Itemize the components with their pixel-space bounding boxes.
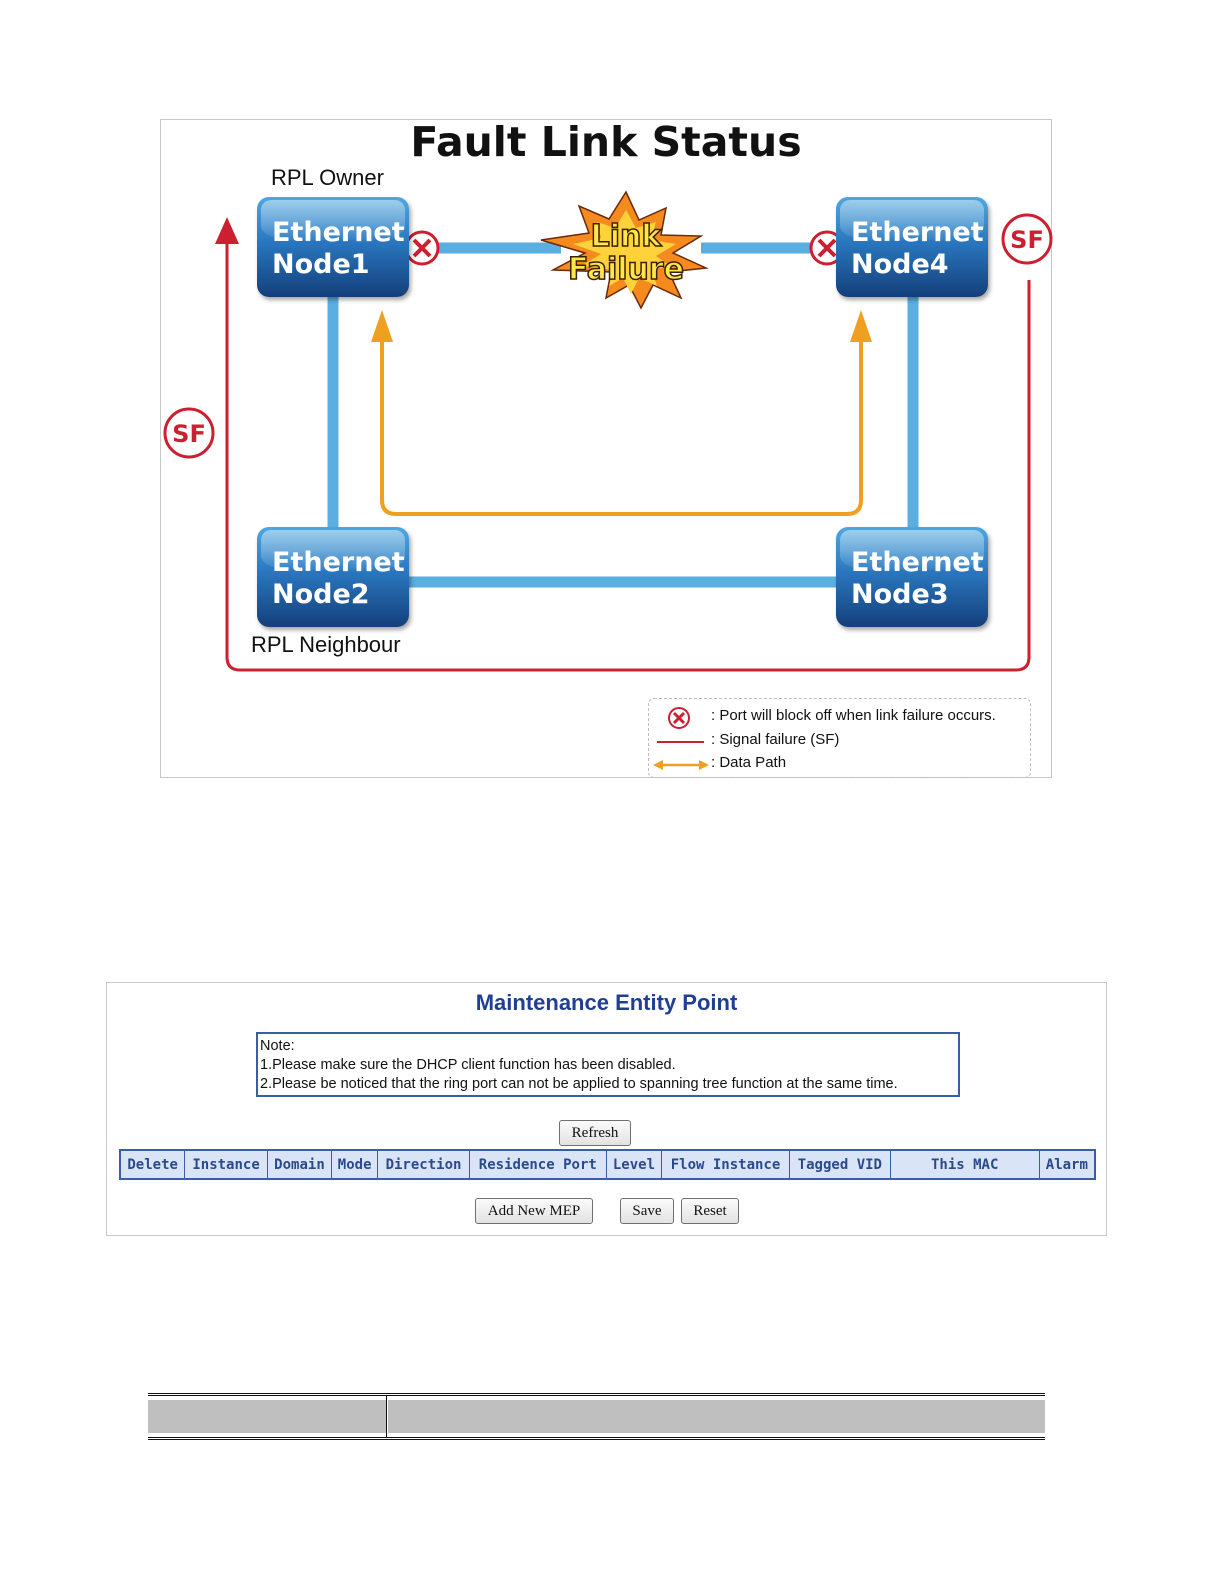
- diagram-graphics: Link Failure SF SF: [163, 190, 1053, 672]
- diagram-title: Fault Link Status: [410, 118, 802, 166]
- blocked-port-icon-node1: [404, 230, 440, 266]
- column-header-this-mac: This MAC: [889, 1149, 1040, 1180]
- mep-table: Delete Instance Domain Mode Direction Re…: [119, 1149, 1096, 1180]
- maintenance-entity-point-panel: Maintenance Entity Point Note: 1.Please …: [106, 982, 1107, 1236]
- node-label-line2: Node1: [272, 249, 370, 280]
- node-label-line1: Ethernet: [272, 217, 405, 248]
- column-header-residence-port: Residence Port: [468, 1149, 607, 1180]
- node-label-line2: Node4: [851, 249, 949, 280]
- table-divider: [386, 1396, 387, 1437]
- parameter-table-header: [148, 1393, 1045, 1440]
- legend-data-path-arrow: [653, 760, 709, 770]
- node-label-line2: Node2: [272, 579, 370, 610]
- diagram-legend: : Port will block off when link failure …: [648, 698, 1031, 778]
- column-header-domain: Domain: [266, 1149, 333, 1180]
- svg-text:SF: SF: [172, 420, 206, 448]
- rpl-owner-label: RPL Owner: [271, 165, 384, 190]
- column-header-alarm: Alarm: [1038, 1149, 1096, 1180]
- column-header-mode: Mode: [331, 1149, 379, 1180]
- svg-text:SF: SF: [1010, 226, 1044, 254]
- legend-sf-text: : Signal failure (SF): [711, 731, 840, 748]
- sf-badge-left: SF: [163, 407, 215, 459]
- legend-block-text: : Port will block off when link failure …: [711, 707, 996, 724]
- node-label-line2: Node3: [851, 579, 949, 610]
- table-header-row: Delete Instance Domain Mode Direction Re…: [119, 1149, 1096, 1180]
- column-header-instance: Instance: [184, 1149, 268, 1180]
- data-path-line: [380, 332, 863, 516]
- signal-failure-path-lower: [225, 280, 1031, 672]
- ethernet-node2: Ethernet Node2: [257, 527, 409, 627]
- note-box: Note: 1.Please make sure the DHCP client…: [256, 1032, 960, 1097]
- column-header-flow-instance: Flow Instance: [661, 1149, 791, 1180]
- table-header-cell-object: [148, 1400, 386, 1433]
- link-lines: [327, 242, 919, 588]
- signal-failure-arrowhead: [215, 217, 239, 244]
- column-header-delete: Delete: [119, 1149, 186, 1180]
- sf-badge-right: SF: [1001, 213, 1053, 265]
- node-label-line1: Ethernet: [272, 547, 405, 578]
- legend-symbols: [653, 707, 709, 770]
- add-new-mep-button[interactable]: Add New MEP: [475, 1198, 593, 1224]
- node-label-line1: Ethernet: [851, 547, 984, 578]
- node-label-line1: Ethernet: [851, 217, 984, 248]
- data-path-arrowhead-left: [371, 310, 393, 342]
- table-header-cell-description: [388, 1400, 1045, 1433]
- rpl-neighbour-label: RPL Neighbour: [251, 632, 401, 657]
- ethernet-node1: Ethernet Node1: [257, 197, 409, 297]
- legend-path-text: : Data Path: [711, 754, 787, 771]
- column-header-direction: Direction: [377, 1149, 470, 1180]
- page-title: Maintenance Entity Point: [475, 990, 738, 1015]
- fault-link-status-diagram: Link Failure SF SF Fault Link Status RPL…: [160, 118, 1053, 778]
- ethernet-node3: Ethernet Node3: [836, 527, 988, 627]
- ethernet-node4: Ethernet Node4: [836, 197, 988, 297]
- save-button[interactable]: Save: [620, 1198, 674, 1224]
- note-line-2: 2.Please be noticed that the ring port c…: [260, 1076, 898, 1092]
- note-line-1: 1.Please make sure the DHCP client funct…: [260, 1057, 676, 1073]
- burst-line1: Link: [591, 219, 663, 254]
- column-header-level: Level: [605, 1149, 663, 1180]
- note-heading: Note:: [260, 1038, 295, 1054]
- legend-block-icon: [668, 707, 690, 729]
- refresh-button[interactable]: Refresh: [559, 1120, 631, 1146]
- data-path-arrowhead-right: [850, 310, 872, 342]
- reset-button[interactable]: Reset: [681, 1198, 739, 1224]
- burst-line2: Failure: [568, 252, 684, 287]
- column-header-tagged-vid: Tagged VID: [789, 1149, 891, 1180]
